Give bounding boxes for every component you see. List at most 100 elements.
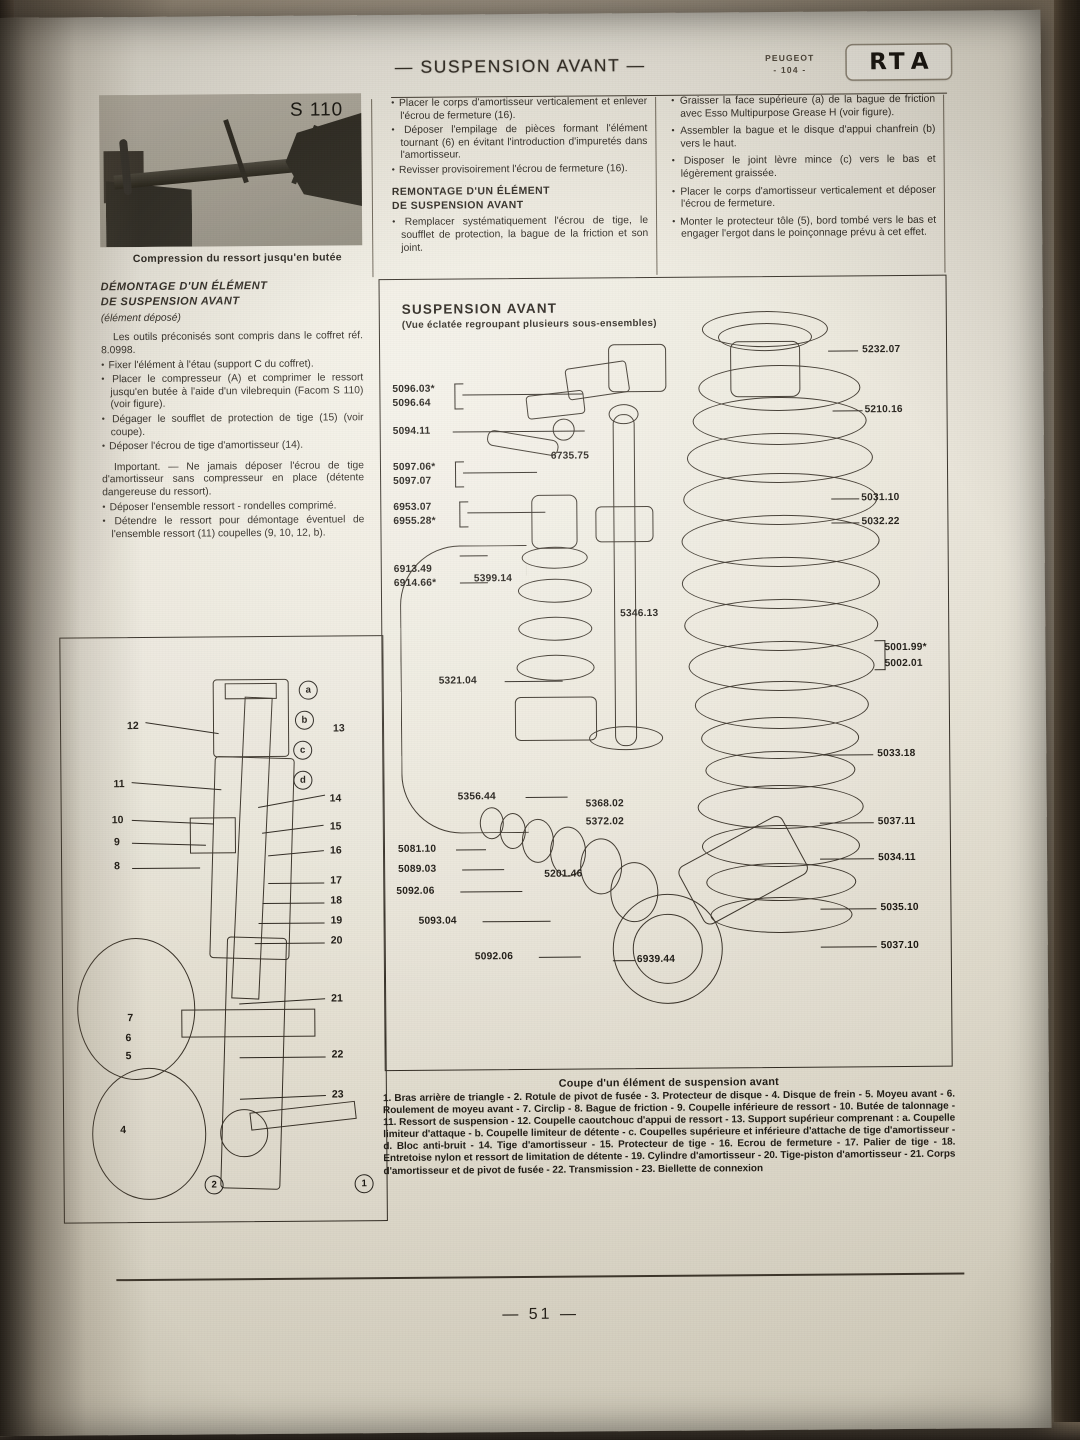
lower-cup-2	[705, 750, 856, 790]
callout-4: 4	[120, 1124, 127, 1137]
exploded-view-title: SUSPENSION AVANT	[401, 300, 558, 317]
leader-5232	[828, 350, 859, 352]
leader-5321	[504, 680, 563, 683]
photo-vise-base	[106, 181, 193, 248]
callout-19: 19	[330, 914, 343, 927]
right-para-4: Monter le protecteur tôle (5), bord tomb…	[672, 214, 936, 242]
manual-page-sheet: — SUSPENSION AVANT — PEUGEOT - 104 - RTA	[0, 9, 1052, 1437]
damper-base-ring	[589, 725, 664, 751]
part-number-6914-66: 6914.66*	[393, 577, 437, 589]
mid-para-0: Placer le corps d'amortisseur verticalem…	[391, 95, 647, 123]
part-number-5001-99: 5001.99*	[884, 641, 927, 654]
callout-8: 8	[114, 860, 121, 873]
callout-18: 18	[330, 894, 343, 907]
column-separator-1	[655, 96, 658, 275]
callout-6: 6	[125, 1032, 132, 1045]
left-para-1: Fixer l'élément à l'étau (support C du c…	[101, 357, 363, 373]
figure-legend: Coupe d'un élément de suspension avant 1…	[383, 1075, 956, 1178]
cs-leader-11	[131, 782, 222, 791]
column-right: Graisser la face supérieure (a) de la ba…	[671, 93, 936, 243]
remontage-heading-line2: DE SUSPENSION AVANT	[391, 199, 524, 213]
bracket-5097	[454, 461, 465, 488]
part-number-5201-46: 5201.46	[544, 868, 583, 880]
part-number-5093-04: 5093.04	[418, 915, 457, 927]
callout-b: b	[294, 710, 315, 730]
part-number-5232-07: 5232.07	[862, 344, 901, 356]
cs-leader-17	[268, 882, 325, 885]
left-para-4: Déposer l'écrou de tige d'amortisseur (1…	[102, 438, 364, 454]
leader-5093	[482, 920, 551, 923]
tool-photo: S 110	[99, 93, 363, 248]
callout-11: 11	[113, 778, 125, 791]
callout-12: 12	[126, 719, 139, 733]
part-number-5035-10: 5035.10	[880, 901, 919, 914]
callout-16: 16	[329, 844, 342, 857]
rta-logo-text: RTA	[869, 48, 929, 76]
cs-leader-12	[145, 722, 219, 735]
leader-5037-11	[819, 822, 874, 824]
part-number-6939-44: 6939.44	[636, 953, 676, 966]
rubber-block	[608, 343, 667, 393]
leader-5033	[823, 754, 874, 756]
leader-5035	[820, 908, 877, 910]
part-number-5037-10: 5037.10	[880, 939, 920, 952]
part-number-5346-13: 5346.13	[620, 607, 659, 620]
washer-c	[521, 818, 555, 863]
printed-content: — SUSPENSION AVANT — PEUGEOT - 104 - RTA	[59, 35, 966, 1402]
part-number-5034-11: 5034.11	[878, 851, 916, 864]
bracket-5001	[874, 640, 886, 671]
page-title: — SUSPENSION AVANT —	[394, 54, 646, 77]
leader-5097	[463, 471, 538, 474]
callout-d: d	[293, 770, 313, 790]
callout-a: a	[298, 680, 318, 700]
protective-boot	[531, 494, 578, 549]
section-subheading: (élément déposé)	[100, 312, 181, 325]
cs-leader-19	[258, 922, 325, 925]
remontage-heading-line1: REMONTAGE D'UN ÉLÉMENT	[391, 185, 551, 198]
part-number-5092-06-b: 5092.06	[474, 951, 514, 963]
part-number-5033-18: 5033.18	[877, 747, 916, 760]
left-para-3: Dégager le soufflet de protection de tig…	[102, 411, 364, 439]
part-number-5037-11: 5037.11	[877, 815, 916, 828]
bump-stop-3	[516, 654, 595, 682]
part-number-5368-02: 5368.02	[585, 798, 624, 810]
column-separator-0	[371, 99, 374, 278]
model-label: - 104 -	[773, 64, 807, 75]
part-number-6953-07: 6953.07	[393, 501, 432, 513]
left-para-2: Placer le compresseur (A) et comprimer l…	[101, 371, 363, 412]
part-number-5210-16: 5210.16	[864, 403, 903, 416]
part-number-5002-01: 5002.01	[884, 657, 923, 670]
column-left: DÉMONTAGE D'UN ÉLÉMENT DE SUSPENSION AVA…	[101, 279, 365, 542]
part-number-5089-03: 5089.03	[398, 863, 437, 875]
bracket-5096	[454, 383, 464, 410]
desk-edge-right	[1054, 0, 1080, 1440]
cross-section-figure: 12 a b c d 13 11 10 9 8 14 15 16 17 18 1…	[59, 635, 388, 1224]
tool-reference-label: S 110	[289, 99, 344, 121]
mid-para-2: Revisser provisoirement l'écrou de ferme…	[392, 162, 648, 178]
part-number-5096-03: 5096.03*	[392, 383, 435, 395]
left-para-5: Important. — Ne jamais déposer l'écrou d…	[102, 460, 365, 499]
left-para-6: Déposer l'ensemble ressort - rondelles c…	[102, 499, 364, 515]
upper-mount-body	[730, 340, 801, 398]
boot-ring	[521, 546, 588, 569]
right-para-0: Graisser la face supérieure (a) de la ba…	[671, 93, 935, 121]
part-number-5372-02: 5372.02	[585, 816, 625, 828]
part-number-5097-06: 5097.06*	[392, 461, 436, 473]
cross-section-art-group	[60, 636, 382, 1201]
callout-21: 21	[331, 992, 343, 1005]
column-separator-2	[943, 94, 946, 273]
callout-13: 13	[332, 722, 345, 735]
section-heading-line2: DE SUSPENSION AVANT	[100, 295, 240, 309]
cs-wheel-outline	[76, 937, 196, 1081]
leader-5092a	[460, 890, 523, 893]
part-number-5097-07: 5097.07	[393, 475, 432, 487]
column-middle: Placer le corps d'amortisseur verticalem…	[391, 95, 648, 256]
cs-damper-cylinder	[209, 756, 295, 961]
mid-para-1: Déposer l'empilage de pièces formant l'é…	[391, 122, 647, 163]
callout-9: 9	[113, 836, 120, 849]
leader-5092b	[538, 956, 581, 958]
callout-1: 1	[354, 1174, 374, 1194]
callout-14: 14	[329, 792, 342, 805]
bracket-6953	[459, 501, 469, 528]
